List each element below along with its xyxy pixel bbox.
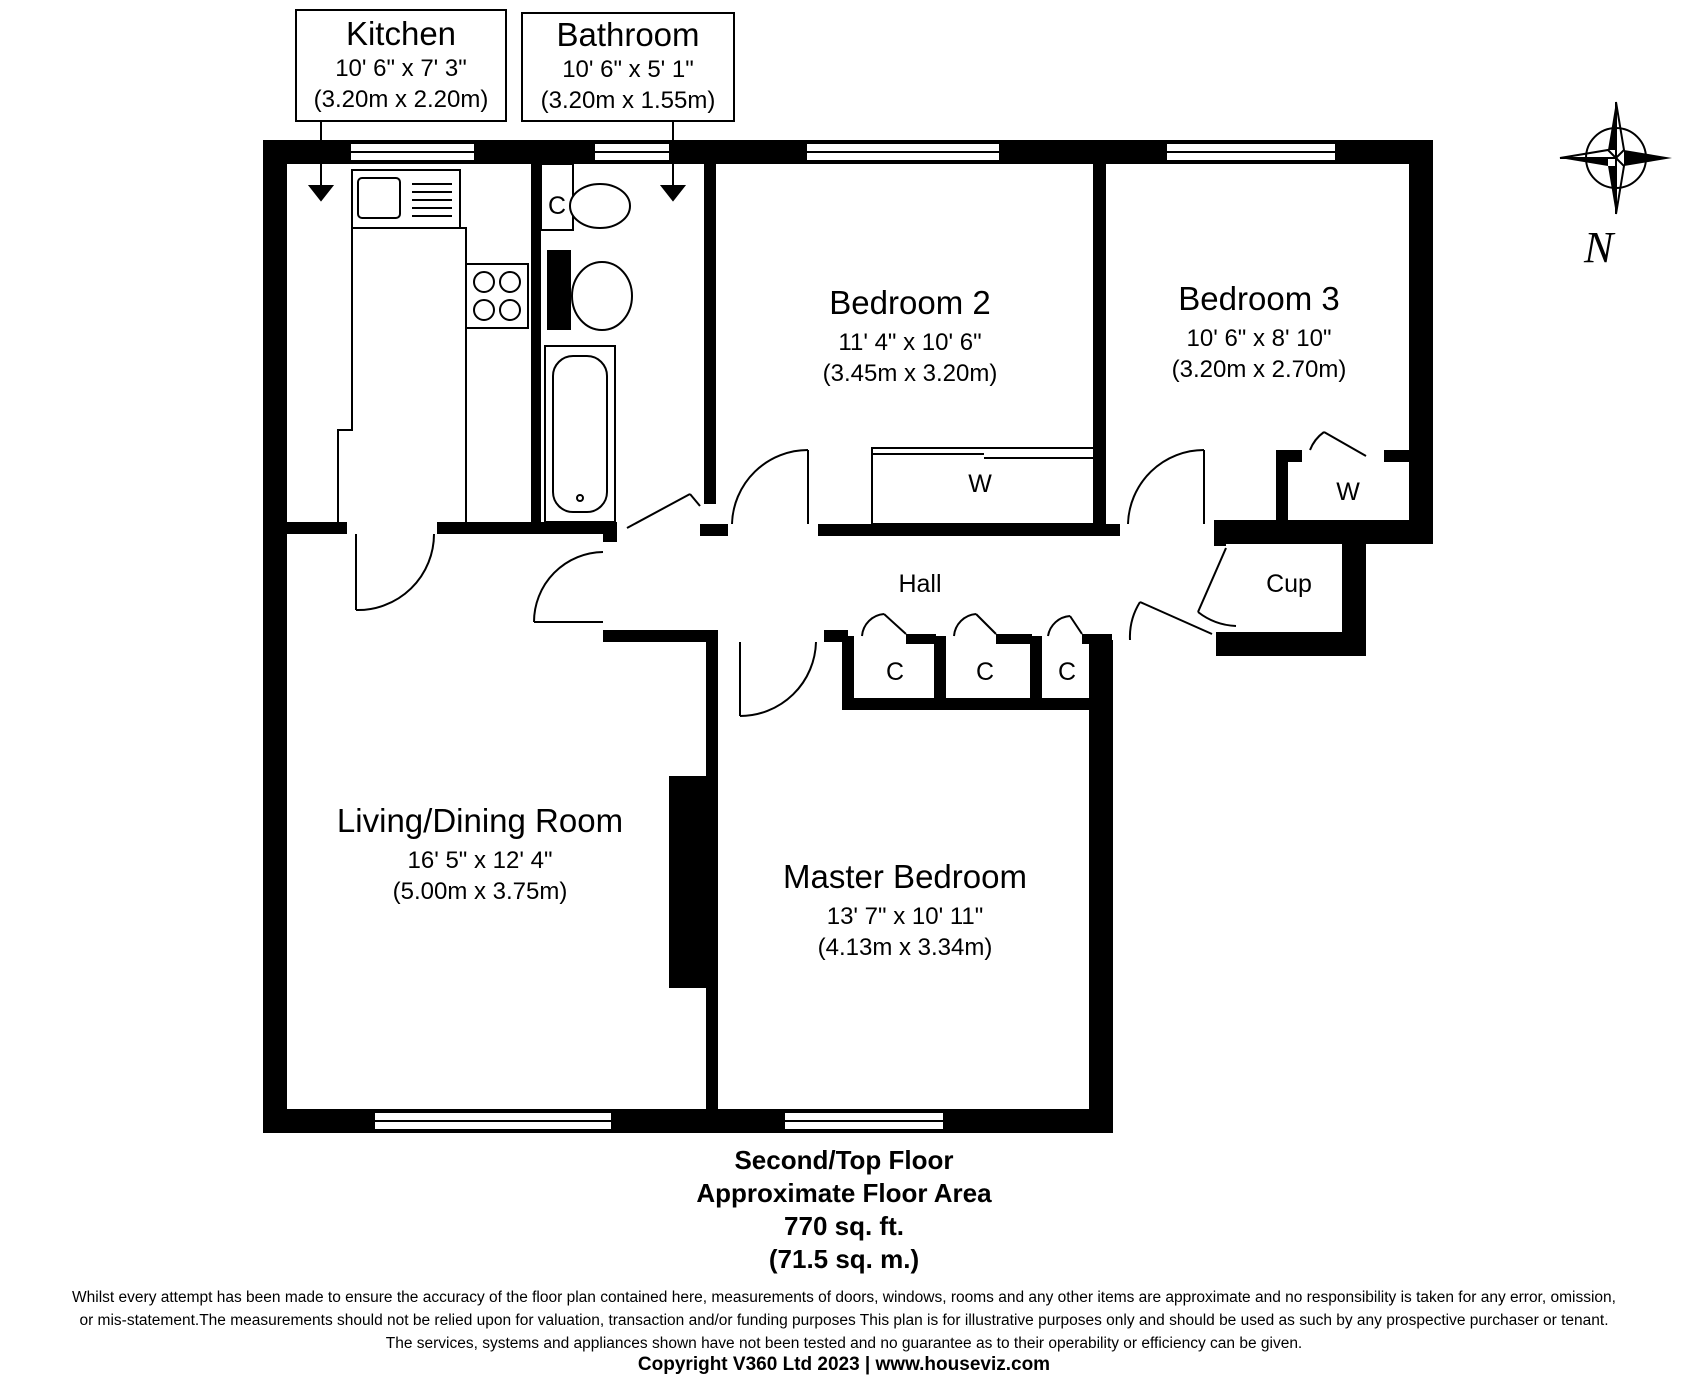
cupboard-hall-1-label: C: [885, 658, 905, 686]
wardrobe-bedroom2: [871, 447, 1095, 525]
bedroom3-label: Bedroom 3 10' 6" x 8' 10" (3.20m x 2.70m…: [1119, 280, 1399, 385]
area-sqft: 770 sq. ft.: [784, 1211, 904, 1241]
living-label: Living/Dining Room 16' 5" x 12' 4" (5.00…: [300, 802, 660, 907]
kitchen-metric: (3.20m x 2.20m): [313, 86, 489, 113]
fixtures: [337, 163, 1095, 525]
bathroom-name: Bathroom: [556, 16, 700, 53]
kitchen-counter: [337, 227, 467, 522]
bathroom-imperial: 10' 6" x 5' 1": [562, 56, 694, 83]
cupboard-bathroom-label: C: [547, 192, 567, 220]
kitchen-imperial: 10' 6" x 7' 3": [335, 55, 467, 82]
disclaimer-line-3: The services, systems and appliances sho…: [385, 1335, 1303, 1352]
floor-summary: Second/Top Floor Approximate Floor Area …: [0, 1144, 1688, 1276]
living-name: Living/Dining Room: [336, 802, 624, 839]
wardrobe-bedroom3-label: W: [1336, 478, 1360, 506]
doors: [355, 431, 1367, 717]
disclaimer-line-2: or mis-statement.The measurements should…: [79, 1312, 1609, 1329]
windows: [349, 142, 1337, 1131]
bedroom2-imperial: 11' 4" x 10' 6": [838, 329, 982, 356]
area-sqm: (71.5 sq. m.): [768, 1244, 920, 1274]
living-metric: (5.00m x 3.75m): [392, 878, 568, 905]
bathroom-metric: (3.20m x 1.55m): [540, 87, 716, 114]
bedroom3-imperial: 10' 6" x 8' 10": [1186, 325, 1332, 352]
bedroom3-metric: (3.20m x 2.70m): [1171, 356, 1347, 383]
basin: [571, 261, 633, 331]
disclaimer-line-1: Whilst every attempt has been made to en…: [72, 1289, 1616, 1306]
callout-arrows: [307, 122, 687, 202]
compass-north-label: N: [1584, 223, 1614, 272]
master-name: Master Bedroom: [783, 858, 1027, 895]
bedroom2-label: Bedroom 2 11' 4" x 10' 6" (3.45m x 3.20m…: [770, 284, 1050, 389]
copyright: Copyright V360 Ltd 2023 | www.houseviz.c…: [637, 1354, 1051, 1375]
disclaimer: Whilst every attempt has been made to en…: [6, 1286, 1682, 1355]
hall-label: Hall: [898, 570, 942, 598]
master-metric: (4.13m x 3.34m): [817, 934, 993, 961]
compass-rose: [1559, 101, 1672, 215]
outer-walls: [263, 140, 1433, 1133]
cupboard-hall-3-label: C: [1057, 658, 1077, 686]
toilet: [569, 183, 631, 229]
bedroom2-metric: (3.45m x 3.20m): [822, 360, 998, 387]
cup-label: Cup: [1266, 570, 1312, 598]
living-imperial: 16' 5" x 12' 4": [407, 847, 553, 874]
kitchen-name: Kitchen: [345, 15, 457, 52]
master-label: Master Bedroom 13' 7" x 10' 11" (4.13m x…: [740, 858, 1070, 963]
wardrobe-bedroom2-label: W: [968, 470, 992, 498]
bathroom-callout: Bathroom 10' 6" x 5' 1" (3.20m x 1.55m): [521, 12, 735, 122]
cupboard-hall-2-label: C: [975, 658, 995, 686]
bedroom2-name: Bedroom 2: [829, 284, 991, 321]
area-label: Approximate Floor Area: [696, 1178, 992, 1208]
hob: [465, 263, 529, 329]
interior-walls: [287, 164, 1409, 1109]
bedroom3-name: Bedroom 3: [1178, 280, 1340, 317]
kitchen-callout: Kitchen 10' 6" x 7' 3" (3.20m x 2.20m): [295, 9, 507, 122]
master-imperial: 13' 7" x 10' 11": [826, 903, 984, 930]
floor-name: Second/Top Floor: [734, 1145, 954, 1175]
